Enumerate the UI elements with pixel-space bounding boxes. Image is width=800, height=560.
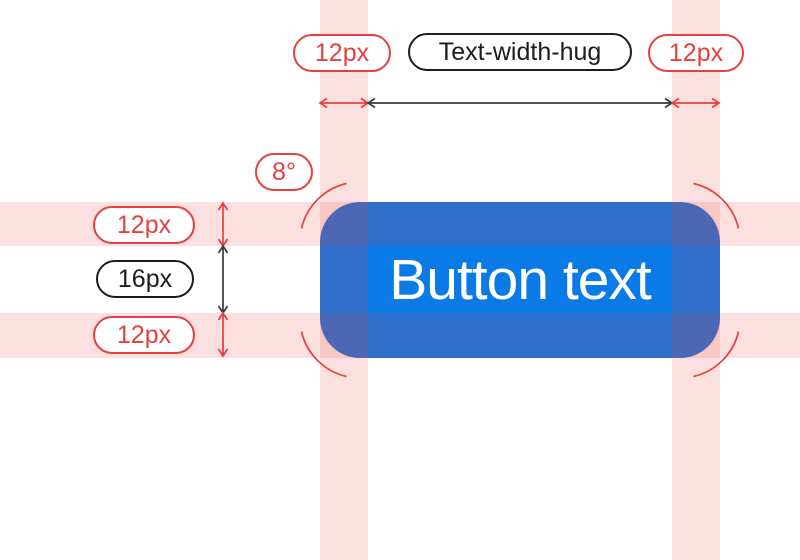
dim-label-content-height: 16px	[96, 260, 194, 298]
button-label: Button text	[389, 248, 652, 312]
dim-line-top	[318, 97, 721, 109]
dim-label-width-mode: Text-width-hug	[408, 33, 632, 71]
dim-line-left	[217, 201, 229, 358]
dim-label-padding-top: 12px	[93, 206, 195, 244]
dim-label-padding-right: 12px	[648, 34, 744, 72]
dim-label-padding-bottom: 12px	[93, 316, 195, 354]
primary-button[interactable]: Button text	[320, 202, 720, 358]
dim-label-padding-left: 12px	[293, 34, 391, 72]
dim-label-corner-radius: 8°	[255, 153, 313, 191]
